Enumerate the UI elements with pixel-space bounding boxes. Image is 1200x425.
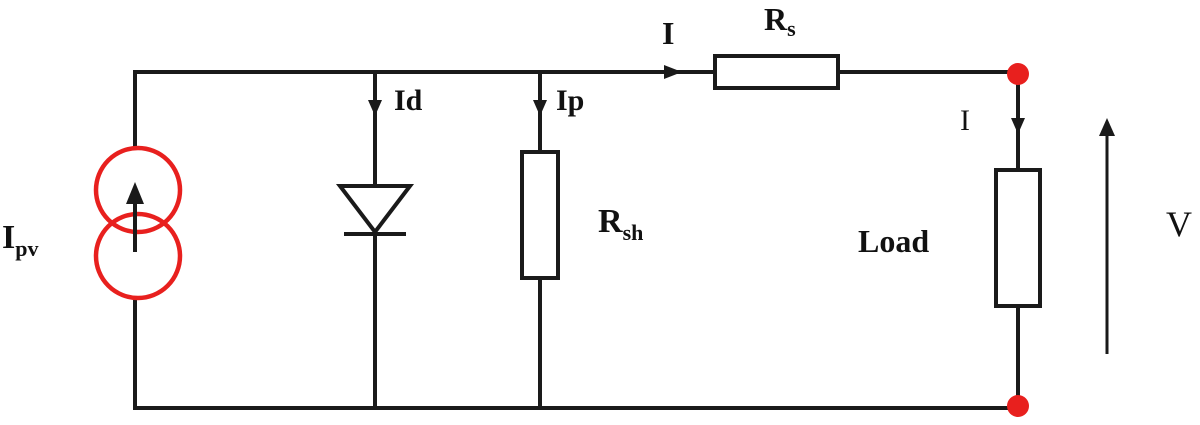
- wires: [133, 70, 1020, 410]
- source-current-subscript: pv: [15, 236, 38, 261]
- line-current-arrowhead-icon: [664, 65, 682, 79]
- load-resistor-icon: [994, 168, 1042, 308]
- terminal-bottom-icon: [1007, 395, 1029, 417]
- load-label: Load: [858, 223, 929, 259]
- voltage-arrow: [1099, 118, 1115, 354]
- diode-icon: [335, 184, 415, 236]
- series-resistor-icon: [713, 54, 840, 90]
- shunt-resistor-label: Rsh: [598, 203, 643, 245]
- series-resistor-main: R: [764, 1, 788, 37]
- source-current-label: Ipv: [2, 219, 38, 261]
- diode: [335, 184, 415, 236]
- shunt-resistor-icon: [520, 150, 560, 280]
- series-resistor-subscript: s: [787, 16, 796, 41]
- series-resistor-label: Rs: [764, 1, 796, 41]
- load-current-arrowhead-icon: [1011, 118, 1025, 134]
- line-current-label: I: [662, 15, 674, 51]
- diode-current-arrowhead-icon: [368, 100, 382, 116]
- voltage-arrowhead-icon: [1099, 118, 1115, 136]
- terminal-top-icon: [1007, 63, 1029, 85]
- shunt-current-label: Ip: [556, 84, 584, 117]
- shunt-resistor-subscript: sh: [623, 220, 644, 245]
- voltage-label: V: [1166, 204, 1192, 244]
- shunt-resistor-main: R: [598, 203, 623, 240]
- current-source: [93, 145, 183, 301]
- source-circle-bottom: [93, 211, 183, 301]
- source-current-main: I: [2, 219, 15, 256]
- shunt-current-arrowhead-icon: [533, 100, 547, 116]
- load-current-label: I: [960, 104, 970, 137]
- source-arrowhead-icon: [126, 182, 144, 204]
- diode-current-label: Id: [394, 84, 423, 117]
